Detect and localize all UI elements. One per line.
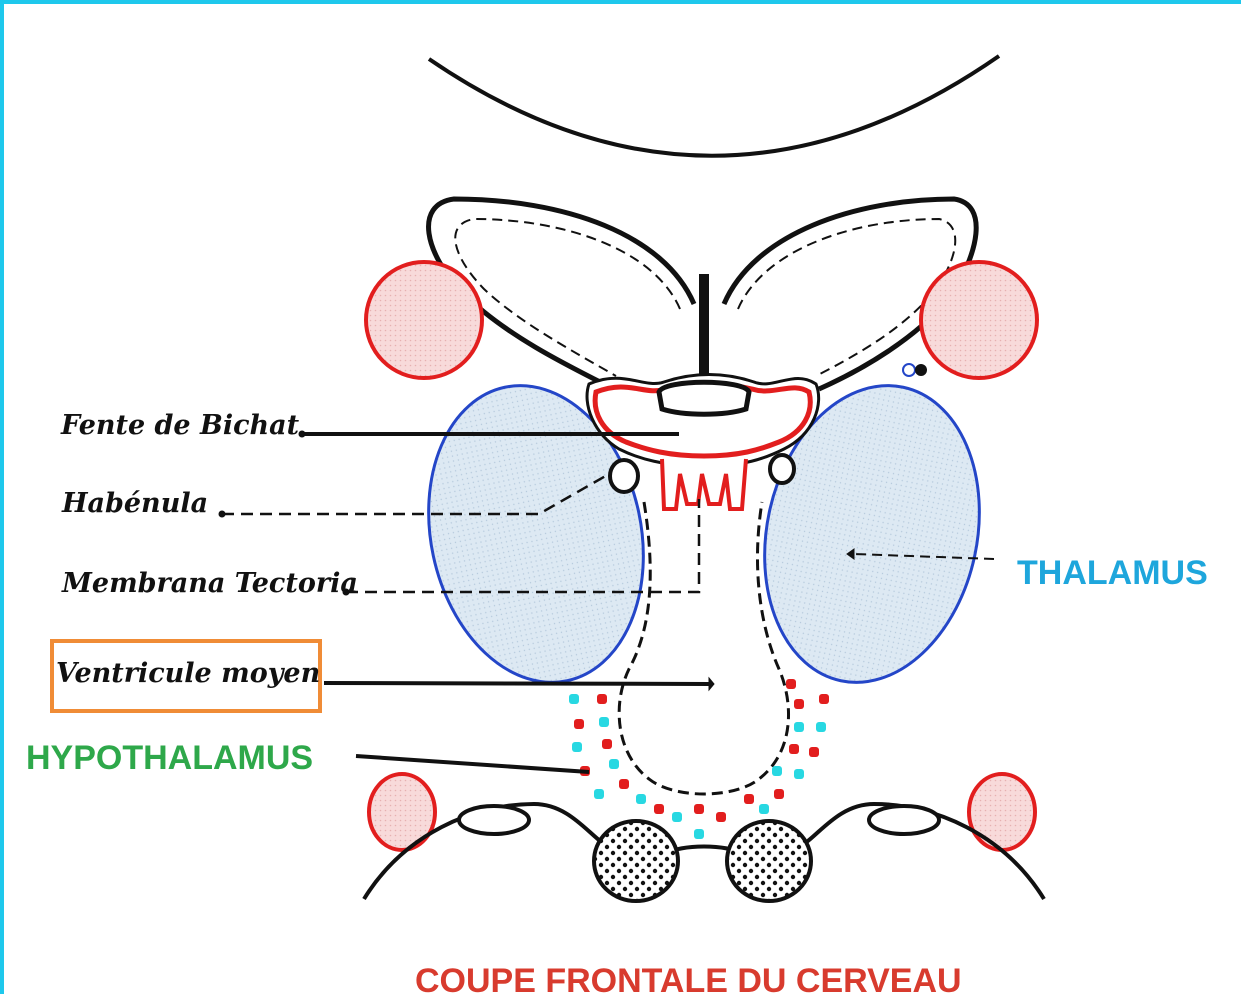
label-fente-de-bichat: Fente de Bichat — [60, 410, 300, 441]
hypothalamus-dots — [569, 679, 829, 839]
corpus-callosum-arc — [429, 56, 999, 156]
vessel-upper-right — [921, 262, 1037, 378]
small-dot-right — [915, 364, 927, 376]
caption: COUPE FRONTALE DU CERVEAU — [415, 962, 962, 998]
label-hypothalamus: HYPOTHALAMUS — [26, 739, 313, 777]
mammillary-body-left — [594, 821, 678, 901]
small-vessel-right — [903, 364, 915, 376]
mammillary-body-right — [727, 821, 811, 901]
label-membrana-tectoria: Membrana Tectoria — [61, 568, 358, 599]
vessel-upper-left — [366, 262, 482, 378]
lateral-ventricles — [429, 199, 977, 389]
habenula-left — [610, 460, 638, 492]
optic-tract-right — [869, 806, 939, 834]
habenula-right — [770, 455, 794, 483]
optic-tract-left — [459, 806, 529, 834]
label-thalamus: THALAMUS — [1017, 554, 1208, 592]
label-habenula: Habénula — [61, 488, 208, 519]
brain-section-diagram: Fente de Bichat Habénula Membrana Tector… — [4, 4, 1241, 998]
vessel-lower-right — [969, 774, 1035, 850]
label-ventricule-moyen: Ventricule moyen — [56, 658, 320, 689]
